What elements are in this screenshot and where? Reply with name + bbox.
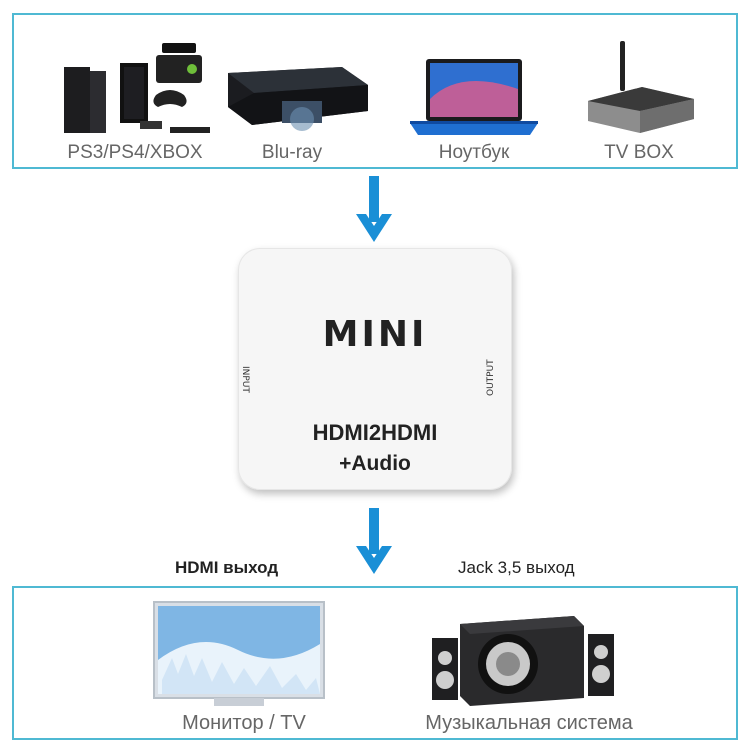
arrow-down-icon: [356, 508, 392, 574]
bluray-caption: Blu-ray: [261, 142, 323, 163]
bluray-player-image: [228, 67, 368, 131]
speaker-system-image: [432, 616, 614, 706]
console-caption: PS3/PS4/XBOX: [67, 142, 203, 163]
laptop-image: [410, 59, 538, 135]
output-port-label: OUTPUT: [486, 359, 496, 396]
arrow-down-icon: [356, 176, 392, 242]
tv-box-image: [588, 41, 694, 133]
game-consoles-image: [64, 43, 210, 133]
audio-label: +Audio: [339, 452, 411, 475]
speakers-caption: Музыкальная система: [425, 712, 633, 734]
outputs-panel: Монитор / TV Музыкальная система: [12, 586, 738, 740]
hdmi-output-label: HDMI выход: [175, 558, 279, 577]
sources-panel: PS3/PS4/XBOX Blu-ray Ноутбук TV BOX: [12, 13, 738, 169]
model-label: HDMI2HDMI: [312, 420, 438, 445]
jack-output-label: Jack 3,5 выход: [458, 558, 575, 577]
laptop-caption: Ноутбук: [438, 142, 510, 163]
monitor-caption: Монитор / TV: [182, 712, 306, 734]
mini-logo: MINI: [322, 314, 428, 355]
monitor-image: [153, 601, 325, 706]
hdmi-converter-device: MINI INPUT OUTPUT HDMI2HDMI +Audio: [238, 248, 512, 490]
input-port-label: INPUT: [240, 366, 250, 393]
tv-box-caption: TV BOX: [604, 142, 674, 163]
